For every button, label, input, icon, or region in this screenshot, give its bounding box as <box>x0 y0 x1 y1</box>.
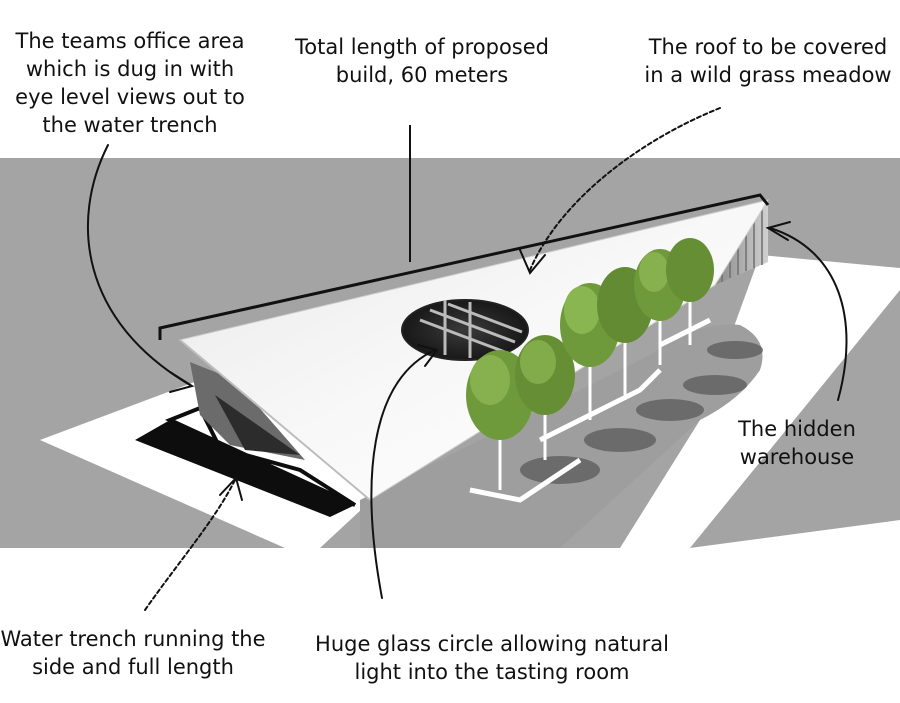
tree-shadows <box>520 341 763 484</box>
roof-edge <box>179 339 371 501</box>
glass-arrow <box>370 349 436 599</box>
annotation-total-length: Total length of proposed build, 60 meter… <box>282 33 562 89</box>
annotation-line: Total length of proposed <box>295 35 549 59</box>
annotation-line: build, 60 meters <box>335 63 509 87</box>
annotation-line: which is dug in with <box>25 57 235 81</box>
annotation-roof-meadow: The roof to be covered in a wild grass m… <box>640 33 896 89</box>
annotation-line: light into the tasting room <box>354 660 630 684</box>
glass-arrowhead <box>417 344 439 367</box>
annotation-office-area: The teams office area which is dug in wi… <box>10 27 250 139</box>
annotation-line: side and full length <box>32 655 234 679</box>
glass-circle <box>401 299 529 361</box>
water-trench-edge <box>164 405 357 507</box>
length-dimension-line <box>158 193 770 340</box>
glass-circle-beams <box>419 300 523 358</box>
annotation-line: Huge glass circle allowing natural <box>315 632 669 656</box>
annotation-line: The hidden <box>738 417 856 441</box>
annotation-line: The roof to be covered <box>648 35 888 59</box>
tree-row <box>466 238 714 490</box>
planters <box>469 317 712 503</box>
water-trench <box>135 420 355 517</box>
annotation-glass-circle: Huge glass circle allowing natural light… <box>312 630 672 686</box>
tree <box>666 238 714 345</box>
tree <box>515 335 575 460</box>
office-interior <box>215 395 300 455</box>
tree-island <box>360 324 763 548</box>
trench-arrow <box>144 479 236 611</box>
trench-arrowhead <box>219 476 243 501</box>
office-arrowhead <box>169 371 195 393</box>
roof-arrow <box>529 107 721 271</box>
roof-arrowhead <box>519 249 546 275</box>
annotation-line: warehouse <box>739 445 855 469</box>
office-glazing <box>190 362 305 460</box>
hidden-arrowhead <box>765 221 791 241</box>
office-arrow <box>86 144 191 386</box>
annotation-line: The teams office area <box>15 29 245 53</box>
annotation-line: in a wild grass meadow <box>644 63 892 87</box>
annotation-line: Water trench running the <box>0 627 266 651</box>
annotation-line: the water trench <box>42 113 218 137</box>
annotation-water-trench: Water trench running the side and full l… <box>0 625 266 681</box>
annotation-line: eye level views out to <box>15 85 245 109</box>
paved-path <box>620 255 900 548</box>
annotation-hidden-warehouse: The hidden warehouse <box>722 415 872 471</box>
hidden-arrow <box>769 227 848 401</box>
